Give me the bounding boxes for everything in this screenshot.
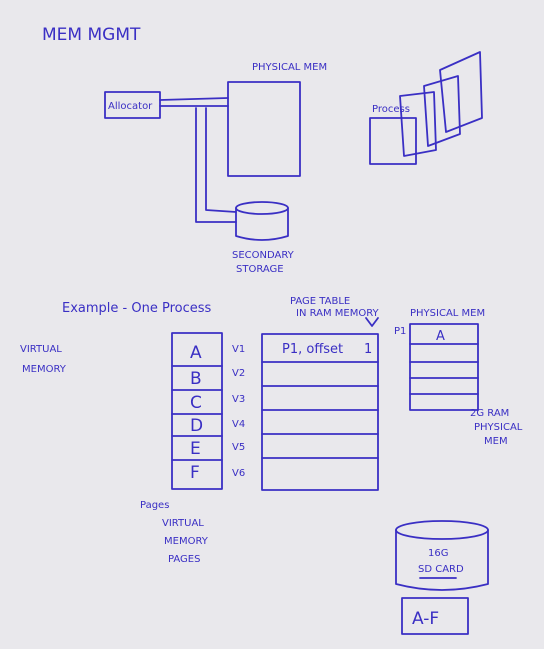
virtual-memory-label-1: VIRTUAL [20, 344, 62, 355]
page-a: A [190, 343, 202, 363]
example-heading: Example - One Process [62, 301, 211, 316]
physical-mem-heading: PHYSICAL MEM [410, 308, 485, 319]
bus-line-down-2 [205, 107, 237, 213]
secondary-storage-label-2: STORAGE [236, 264, 284, 275]
virtual-memory-label-2: MEMORY [22, 364, 67, 375]
allocator-box [104, 91, 161, 119]
vaddr-v1: V1 [232, 344, 245, 355]
vaddr-v5: V5 [232, 442, 245, 453]
page-d: D [190, 416, 203, 436]
page-table-label-1: PAGE TABLE [290, 296, 350, 307]
process-sheet-2 [399, 91, 437, 157]
pages-caption-2: VIRTUAL [162, 518, 204, 529]
physical-mem-box [227, 81, 301, 177]
physical-frame-a: A [436, 329, 445, 344]
ram-note-3: MEM [484, 436, 508, 447]
sd-cylinder-body [395, 529, 489, 591]
sd-contents-box [401, 597, 469, 635]
valid-bit: 1 [364, 342, 372, 357]
p1-label: P1 [394, 326, 406, 337]
storage-cylinder-top [235, 201, 289, 215]
ram-note-1: 2G RAM [470, 408, 509, 419]
vaddr-v4: V4 [232, 419, 245, 430]
sd-label-1: 16G [428, 548, 448, 559]
storage-cylinder-body [235, 207, 289, 241]
sketch-title: MEM MGMT [42, 25, 141, 45]
allocator-label: Allocator [108, 101, 153, 112]
vaddr-v6: V6 [232, 468, 245, 479]
process-sheet-4 [439, 51, 483, 133]
vaddr-v3: V3 [232, 394, 245, 405]
sd-label-2: SD CARD [418, 564, 464, 575]
physical-mem-column [409, 323, 479, 411]
physical-mem-rows [409, 343, 479, 395]
page-table-entry-1: P1, offset [282, 342, 343, 357]
page-c: C [190, 393, 202, 413]
pages-caption-4: PAGES [168, 554, 200, 565]
page-e: E [190, 439, 201, 459]
page-table-box [261, 333, 379, 491]
page-table-arrow [365, 317, 379, 327]
ram-note-2: PHYSICAL [474, 422, 523, 433]
pages-caption-1: Pages [140, 500, 169, 511]
sd-cylinder-top [395, 520, 489, 540]
bus-line-down-1 [195, 107, 237, 223]
secondary-storage-label-1: SECONDARY [232, 250, 295, 261]
sd-contents: A-F [412, 609, 439, 629]
page-table-rows [261, 361, 379, 459]
virtual-pages-column [171, 332, 223, 490]
vaddr-v2: V2 [232, 368, 245, 379]
process-label: Process [372, 104, 410, 115]
page-b: B [190, 369, 202, 389]
page-f: F [190, 463, 200, 483]
bus-line-top [159, 97, 229, 101]
process-sheet-3 [423, 75, 461, 147]
pages-caption-3: MEMORY [164, 536, 209, 547]
process-sheet-1 [369, 117, 417, 165]
page-table-label-2: IN RAM MEMORY [296, 308, 380, 319]
virtual-page-rows [171, 365, 223, 461]
physical-mem-label: PHYSICAL MEM [252, 62, 327, 73]
